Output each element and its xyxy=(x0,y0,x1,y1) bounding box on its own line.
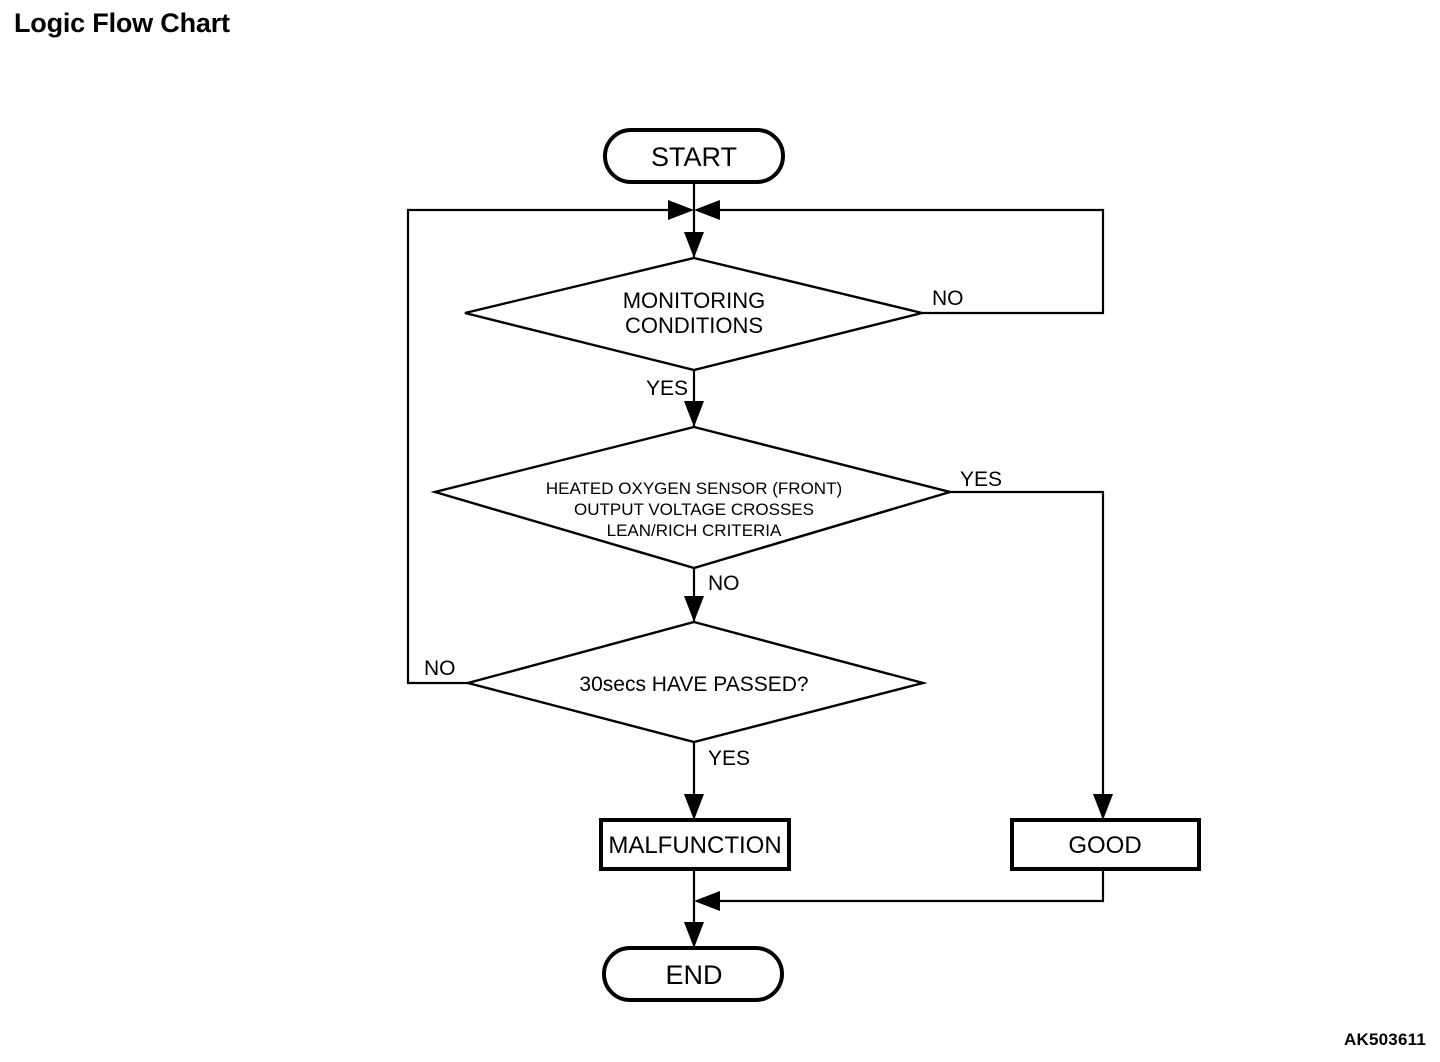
node-start[interactable]: START xyxy=(603,128,785,184)
arrow-into-o2sensor xyxy=(684,401,704,427)
o2sensor-label-line1: HEATED OXYGEN SENSOR (FRONT) xyxy=(546,479,842,498)
arrow-good-into-trunk xyxy=(694,891,720,911)
edge-label-o2sensor-no: NO xyxy=(708,572,740,595)
edge-label-monitoring-yes: YES xyxy=(646,377,688,400)
malfunction-label: MALFUNCTION xyxy=(608,832,781,859)
end-shape xyxy=(602,946,784,1002)
good-label: GOOD xyxy=(1068,832,1141,859)
monitoring-label-line2: CONDITIONS xyxy=(625,313,763,338)
node-monitoring-conditions[interactable]: MONITORING CONDITIONS xyxy=(464,256,923,372)
arrow-into-timer xyxy=(684,596,704,622)
monitoring-label-line1: MONITORING xyxy=(623,288,766,313)
timer-label: 30secs HAVE PASSED? xyxy=(579,673,808,696)
edge-o2sensor-yes-to-good xyxy=(950,490,1105,820)
arrow-into-malfunction xyxy=(684,794,704,820)
end-label: END xyxy=(665,960,722,990)
o2sensor-label-line2: OUTPUT VOLTAGE CROSSES xyxy=(574,500,814,519)
edge-label-monitoring-no: NO xyxy=(932,287,964,310)
edge-good-to-end xyxy=(706,869,1105,903)
edge-label-timer-no: NO xyxy=(424,657,456,680)
edge-timer-no-loop xyxy=(406,208,682,685)
arrow-timer-no-into-junction xyxy=(668,200,694,220)
arrow-into-end xyxy=(684,922,704,948)
start-shape xyxy=(603,128,785,184)
edge-monitoring-no-loop xyxy=(706,208,1105,315)
arrow-into-monitoring xyxy=(684,232,704,258)
page-title: Logic Flow Chart xyxy=(14,8,230,38)
edge-label-timer-yes: YES xyxy=(708,747,750,770)
monitoring-shape xyxy=(464,256,923,372)
node-good[interactable]: GOOD xyxy=(1010,818,1201,871)
arrow-into-good xyxy=(1093,794,1113,820)
node-heated-oxygen-sensor[interactable]: HEATED OXYGEN SENSOR (FRONT) OUTPUT VOLT… xyxy=(430,425,955,570)
timer-shape xyxy=(463,620,928,744)
edge-label-o2sensor-yes: YES xyxy=(960,468,1002,491)
o2sensor-label-line3: LEAN/RICH CRITERIA xyxy=(607,521,782,540)
figure-code: AK503611 xyxy=(1344,1030,1426,1049)
start-label: START xyxy=(651,142,737,172)
node-end[interactable]: END xyxy=(602,946,784,1002)
arrow-monitoring-no-into-junction xyxy=(694,200,720,220)
o2sensor-shape xyxy=(430,425,955,570)
malfunction-shape xyxy=(599,818,791,871)
node-malfunction[interactable]: MALFUNCTION xyxy=(599,818,791,871)
node-timer-check[interactable]: 30secs HAVE PASSED? xyxy=(463,620,928,744)
good-shape xyxy=(1010,818,1201,871)
